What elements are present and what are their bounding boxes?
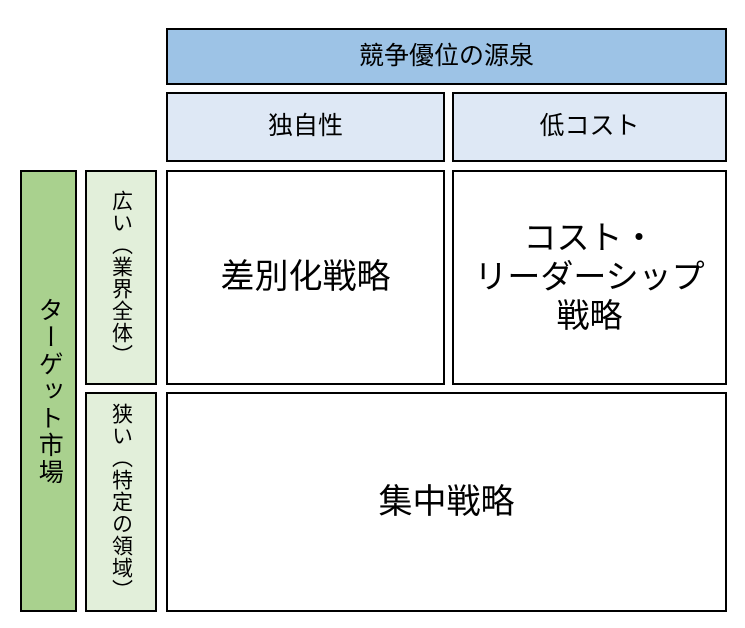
column-header-low-cost: 低コスト [452, 92, 727, 162]
competitive-advantage-header: 競争優位の源泉 [166, 28, 727, 85]
cell-cost-leadership-strategy: コスト・ リーダーシップ 戦略 [452, 170, 727, 385]
cell-line: 集中戦略 [378, 482, 515, 521]
cell-differentiation-strategy: 差別化戦略 [166, 170, 445, 385]
row-header-narrow-text: 狭い（特定の領域） [109, 403, 133, 601]
row-header-broad-text: 広い（業界全体） [109, 189, 133, 366]
row-header-broad-secondary: （業界全体） [109, 233, 133, 366]
cell-line: リーダーシップ [474, 258, 705, 296]
row-header-narrow-secondary: （特定の領域） [109, 447, 133, 601]
row-header-narrow-primary: 狭い [109, 403, 133, 447]
cell-focus-strategy: 集中戦略 [166, 392, 727, 612]
cell-line: コスト・ [523, 219, 656, 257]
cell-cost-leadership-strategy-label: コスト・ リーダーシップ 戦略 [474, 219, 704, 336]
cell-differentiation-strategy-label: 差別化戦略 [221, 257, 391, 297]
cell-line: 差別化戦略 [220, 258, 391, 297]
row-header-broad-primary: 広い [109, 189, 133, 234]
column-header-uniqueness: 独自性 [166, 92, 445, 162]
cell-focus-strategy-label: 集中戦略 [379, 482, 515, 522]
target-market-axis-label: ターゲット市場 [20, 170, 77, 612]
row-header-narrow: 狭い（特定の領域） [85, 392, 157, 612]
cell-line: 戦略 [556, 296, 623, 334]
row-header-broad: 広い（業界全体） [85, 170, 157, 385]
